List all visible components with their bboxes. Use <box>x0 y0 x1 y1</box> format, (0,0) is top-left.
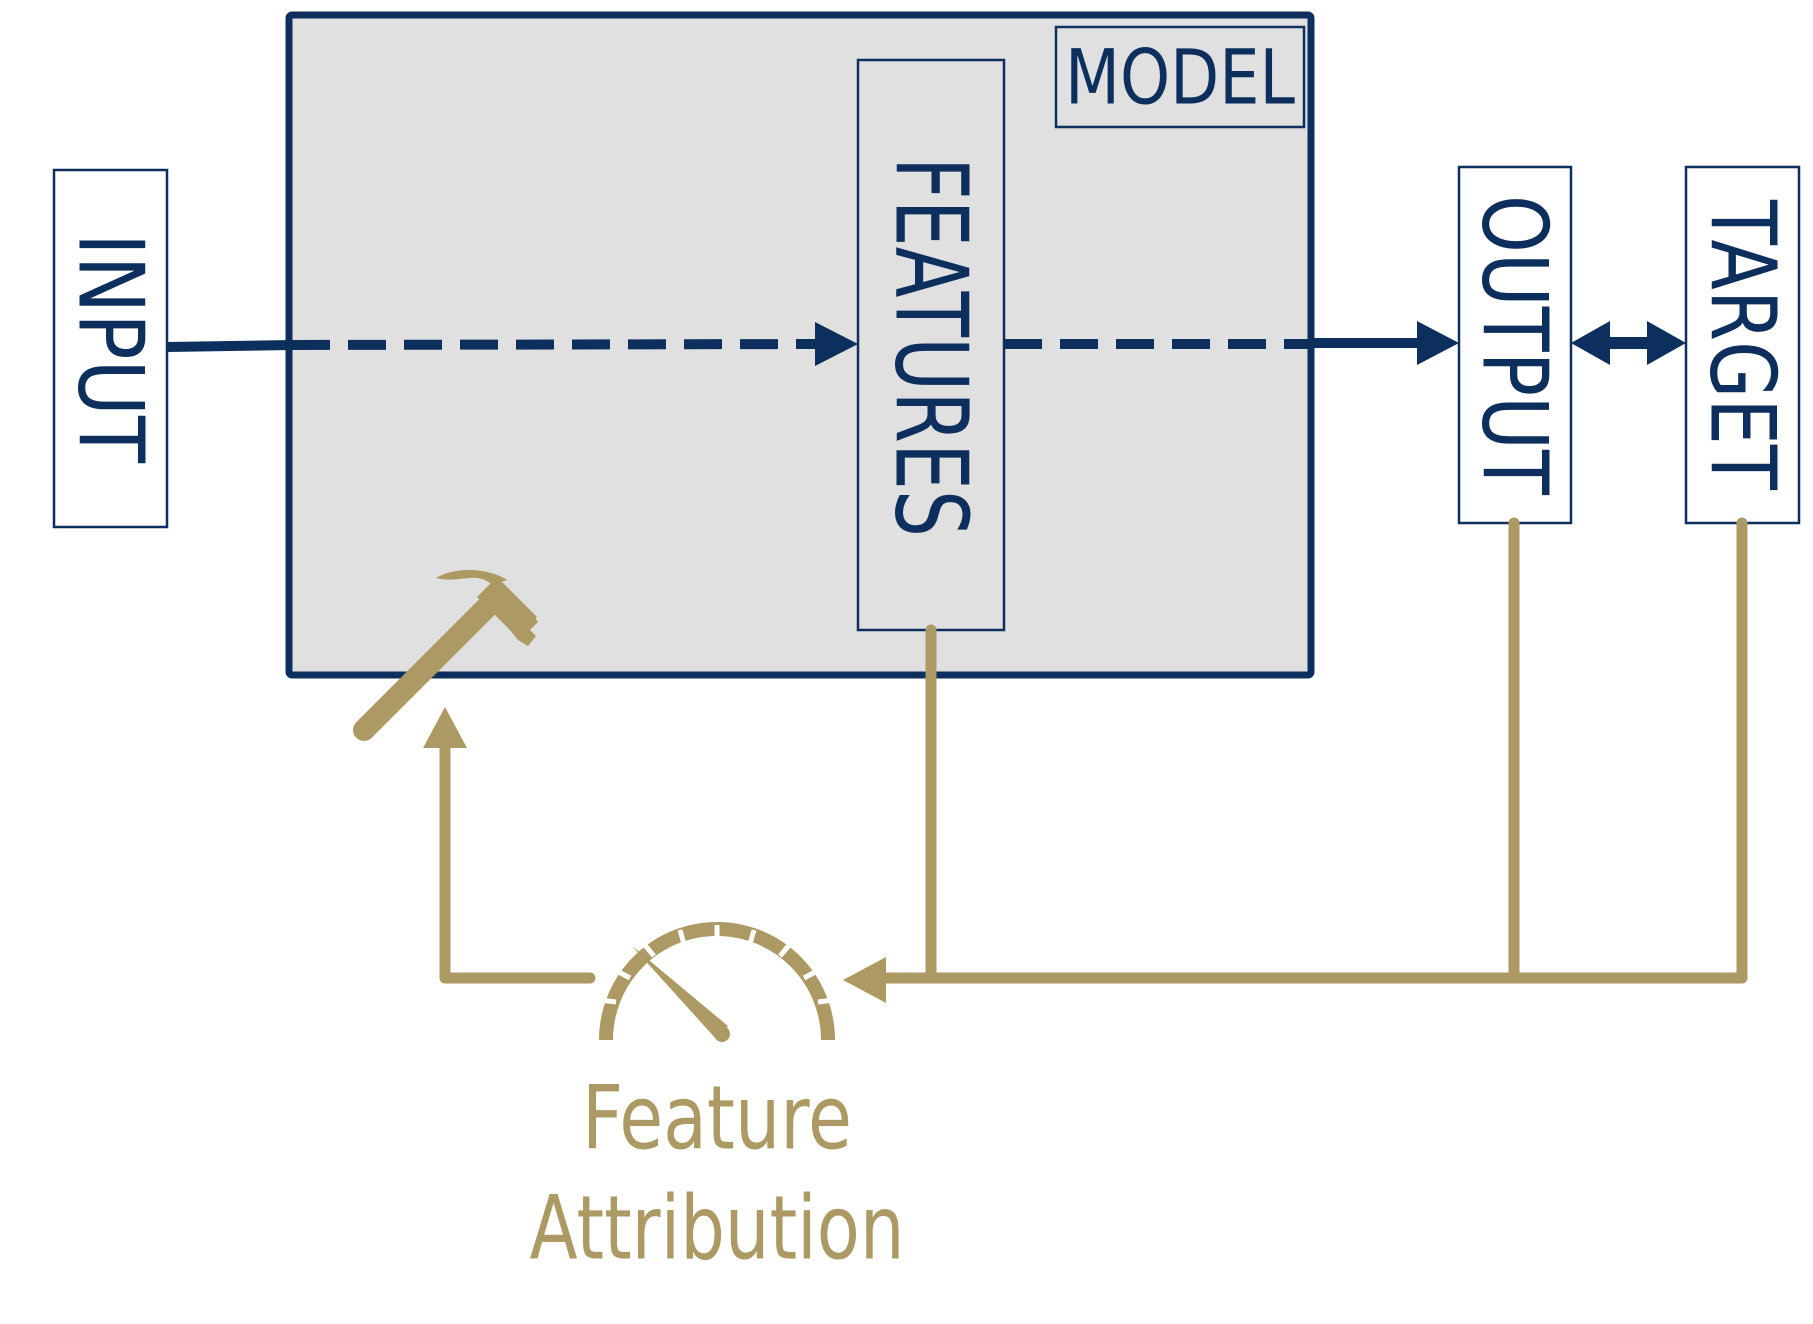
model-label-box <box>1054 25 1306 129</box>
output-target-right-arrowhead <box>1647 321 1686 365</box>
input-flow-line <box>166 340 293 352</box>
attribution-feedback <box>439 517 1748 984</box>
output-box <box>1457 165 1573 525</box>
output-node: OUTPUT <box>1457 165 1573 525</box>
gauge-to-model-line <box>439 742 596 984</box>
data-flow <box>166 321 1686 366</box>
input-to-features-dashed-line <box>291 339 819 350</box>
feature-attribution-line2: Attribution <box>530 1177 905 1280</box>
output-target-left-arrowhead <box>1571 321 1610 365</box>
hammer-icon <box>353 569 538 741</box>
gauge-needle <box>632 946 728 1040</box>
target-label: TARGET <box>1690 199 1795 491</box>
gauge-arrowhead <box>843 957 886 1003</box>
target-node: TARGET <box>1684 165 1801 525</box>
input-box <box>52 168 169 529</box>
features-arrowhead <box>815 322 858 366</box>
target-down-line <box>879 517 1748 984</box>
output-label: OUTPUT <box>1462 195 1567 496</box>
input-node: INPUT <box>52 168 169 529</box>
target-box <box>1684 165 1801 525</box>
input-label: INPUT <box>58 233 163 464</box>
features-label: FEATURES <box>873 157 990 537</box>
hammer-arrowhead <box>423 707 467 748</box>
model-label: MODEL <box>1065 33 1295 122</box>
features-node: FEATURES <box>856 58 1006 632</box>
output-arrowhead <box>1417 321 1459 365</box>
gauge-icon <box>599 922 835 1042</box>
feature-attribution-line1: Feature <box>582 1067 852 1170</box>
